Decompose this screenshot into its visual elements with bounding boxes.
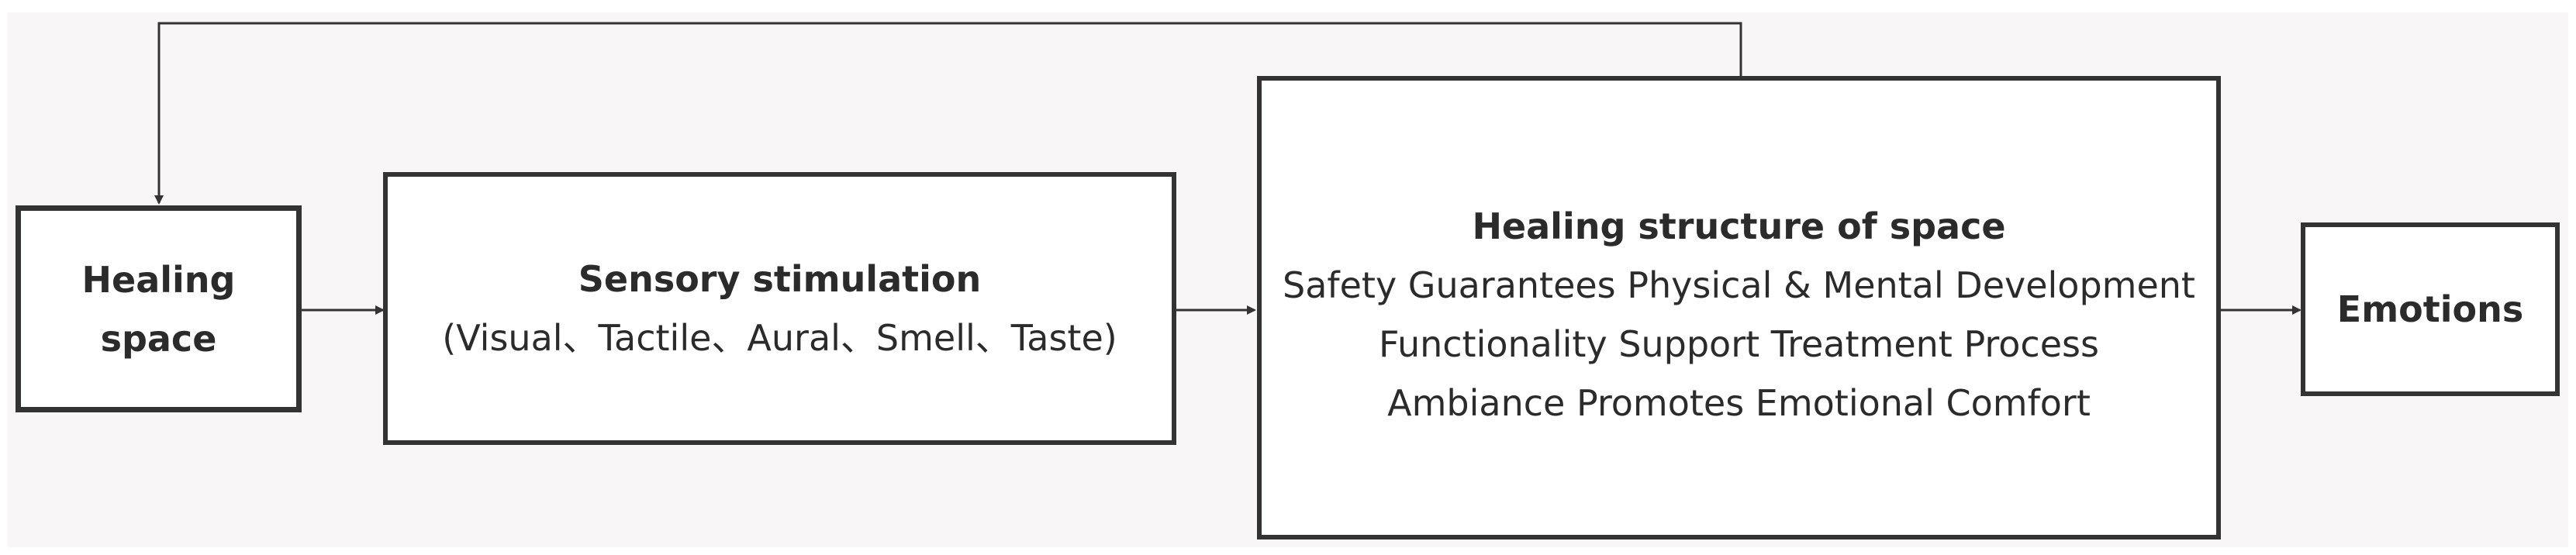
node-healing-space-line2: space — [100, 317, 217, 360]
node-structure-line-functionality: Functionality Support Treatment Process — [1379, 323, 2099, 365]
edge-feedback-structure-to-healing-space — [154, 22, 1742, 205]
node-structure-title: Healing structure of space — [1472, 205, 2006, 247]
node-emotions-label: Emotions — [2336, 288, 2524, 330]
node-healing-structure: Healing structure of space Safety Guaran… — [1257, 76, 2221, 539]
node-healing-space-line1: Healing — [81, 258, 236, 301]
node-emotions: Emotions — [2301, 222, 2560, 396]
node-structure-line-ambiance: Ambiance Promotes Emotional Comfort — [1387, 382, 2091, 424]
node-sensory-stimulation: Sensory stimulation (Visual、Tactile、Aura… — [383, 172, 1176, 445]
node-sensory-detail: (Visual、Tactile、Aural、Smell、Taste) — [442, 317, 1117, 359]
node-healing-space: Healing space — [16, 205, 302, 412]
node-sensory-title: Sensory stimulation — [578, 258, 982, 300]
node-structure-line-safety: Safety Guarantees Physical & Mental Deve… — [1283, 264, 2195, 306]
